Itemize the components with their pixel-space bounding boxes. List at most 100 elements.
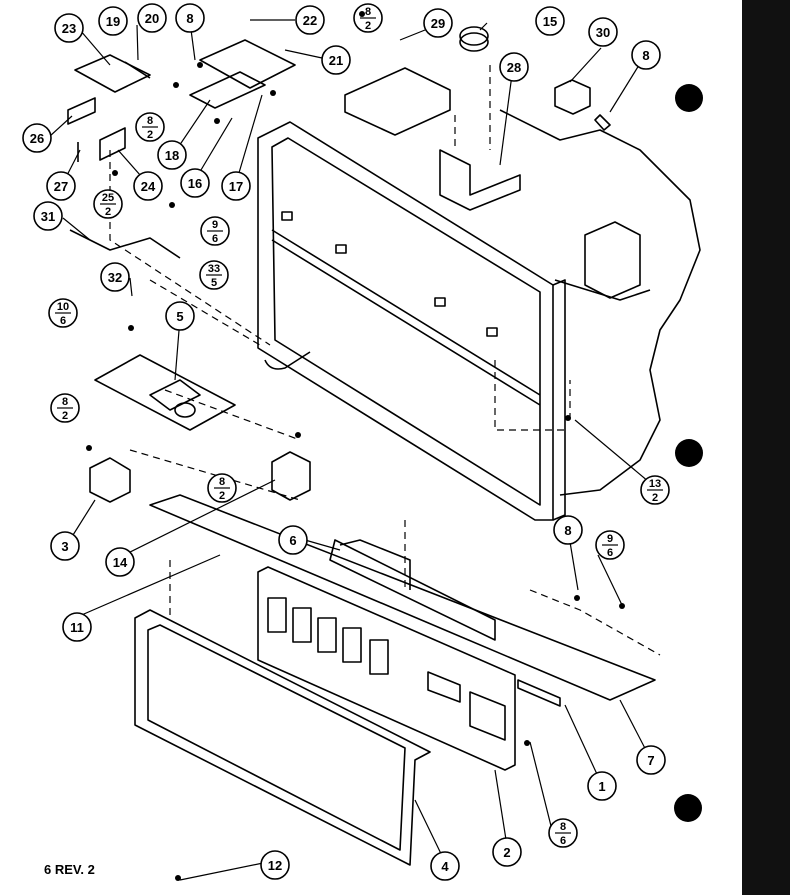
- board-5: [94, 354, 236, 431]
- svg-text:6: 6: [560, 835, 566, 847]
- svg-text:2: 2: [503, 845, 510, 860]
- svg-text:2: 2: [147, 129, 153, 141]
- svg-text:10: 10: [57, 301, 69, 313]
- callout-2: 2: [492, 837, 522, 867]
- fraction-9-6-right: 96: [595, 530, 625, 560]
- svg-text:6: 6: [60, 315, 66, 327]
- callout-12: 12: [260, 850, 290, 880]
- svg-text:20: 20: [145, 11, 159, 26]
- housing-ledge: [554, 279, 651, 301]
- svg-text:26: 26: [30, 131, 44, 146]
- fraction-8-2-relay: 82: [207, 473, 237, 503]
- ring-15: [459, 26, 489, 46]
- svg-text:32: 32: [108, 270, 122, 285]
- frame-hinge: [264, 351, 311, 370]
- callouts: 23 19 20 8 22 21 29 15 30 8 28 26 18 16 …: [22, 3, 666, 881]
- svg-text:2: 2: [365, 20, 371, 32]
- frame-tab-1: [281, 211, 293, 221]
- frame-tab-3: [434, 297, 446, 307]
- callout-14: 14: [105, 547, 135, 577]
- callout-28: 28: [499, 52, 529, 82]
- svg-text:2: 2: [62, 410, 68, 422]
- fraction-33-5: 335: [199, 260, 229, 290]
- svg-text:11: 11: [70, 620, 84, 635]
- fraction-8-2-top: 82: [353, 3, 383, 33]
- strip-1: [517, 679, 561, 707]
- panel-7: [149, 494, 656, 701]
- callout-6: 6: [278, 525, 308, 555]
- relay-14: [271, 451, 311, 501]
- svg-text:30: 30: [596, 25, 610, 40]
- callout-30: 30: [588, 17, 618, 47]
- svg-text:8: 8: [564, 523, 571, 538]
- svg-text:2: 2: [105, 206, 111, 218]
- svg-text:8: 8: [62, 396, 68, 408]
- callout-20: 20: [137, 3, 167, 33]
- svg-text:9: 9: [212, 219, 218, 231]
- housing-right-block: [584, 221, 641, 299]
- svg-text:2: 2: [219, 490, 225, 502]
- svg-text:9: 9: [607, 533, 613, 545]
- svg-text:6: 6: [289, 533, 296, 548]
- callout-8-right: 8: [631, 40, 661, 70]
- screws: [86, 11, 625, 881]
- svg-text:17: 17: [229, 179, 243, 194]
- svg-text:12: 12: [268, 858, 282, 873]
- fraction-8-6: 86: [548, 818, 578, 848]
- callout-23: 23: [54, 13, 84, 43]
- spring-19: [124, 61, 151, 79]
- svg-text:29: 29: [431, 16, 445, 31]
- frame-outer: [257, 121, 554, 521]
- svg-text:8: 8: [642, 48, 649, 63]
- svg-text:8: 8: [147, 115, 153, 127]
- bracket-21: [199, 39, 296, 89]
- callout-16: 16: [180, 168, 210, 198]
- callout-8-panel: 8: [553, 515, 583, 545]
- callout-21: 21: [321, 45, 351, 75]
- svg-text:14: 14: [113, 555, 128, 570]
- callout-15: 15: [535, 6, 565, 36]
- svg-text:25: 25: [102, 192, 114, 204]
- housing-torn-right: [499, 109, 701, 496]
- fraction-13-2: 132: [640, 475, 670, 505]
- svg-text:4: 4: [441, 859, 449, 874]
- callout-32: 32: [100, 262, 130, 292]
- page-footer: 6 REV. 2: [44, 862, 95, 877]
- svg-text:6: 6: [607, 547, 613, 559]
- board-2: [257, 566, 516, 771]
- binder-hole-bottom: [674, 794, 702, 822]
- svg-text:22: 22: [303, 13, 317, 28]
- callout-31: 31: [33, 201, 63, 231]
- strip-31: [69, 229, 181, 259]
- svg-text:13: 13: [649, 478, 661, 490]
- svg-text:8: 8: [560, 821, 566, 833]
- svg-text:24: 24: [141, 179, 156, 194]
- callout-8: 8: [175, 3, 205, 33]
- frame-tab-2: [335, 244, 347, 254]
- svg-text:27: 27: [54, 179, 68, 194]
- svg-text:33: 33: [208, 263, 220, 275]
- binder-hole-middle: [675, 439, 703, 467]
- frame-depth: [552, 279, 566, 521]
- svg-text:1: 1: [598, 779, 605, 794]
- strip-6: [329, 539, 496, 641]
- bracket-28: [439, 149, 521, 211]
- callout-11: 11: [62, 612, 92, 642]
- drawing-lines: [67, 26, 701, 866]
- callout-22: 22: [295, 5, 325, 35]
- frame-crossbar: [271, 229, 541, 406]
- binder-hole-top: [675, 84, 703, 112]
- callout-24: 24: [133, 171, 163, 201]
- hinge-24: [99, 127, 126, 161]
- callout-19: 19: [98, 6, 128, 36]
- housing-top: [344, 67, 451, 136]
- svg-text:18: 18: [165, 148, 179, 163]
- transformer-3: [89, 457, 131, 503]
- svg-text:28: 28: [507, 60, 521, 75]
- svg-text:5: 5: [176, 309, 183, 324]
- svg-text:6: 6: [212, 233, 218, 245]
- fraction-8-2-mid: 82: [50, 393, 80, 423]
- fraction-25-2: 252: [93, 189, 123, 219]
- svg-text:8: 8: [186, 11, 193, 26]
